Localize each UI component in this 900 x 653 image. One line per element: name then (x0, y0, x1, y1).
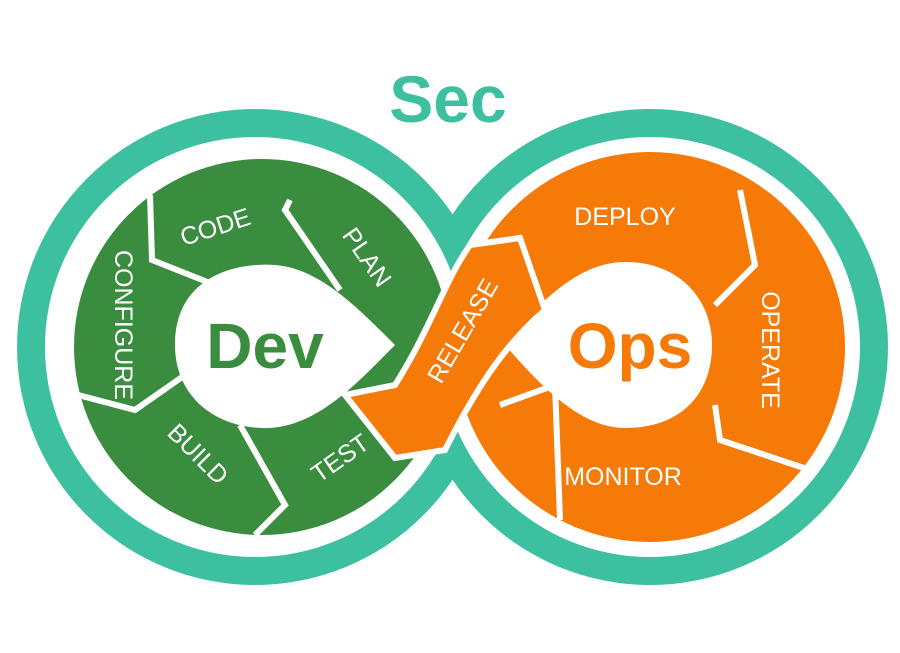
dev-ring (74, 159, 450, 535)
stage-monitor: MONITOR (564, 463, 682, 491)
sec-title: Sec (389, 62, 506, 136)
stage-configure: CONFIGURE (109, 250, 137, 400)
segment-separators (77, 189, 811, 538)
stage-operate: OPERATE (756, 291, 784, 409)
stage-deploy: DEPLOY (574, 203, 676, 231)
dev-label: Dev (206, 310, 324, 382)
release-arrow (339, 234, 549, 462)
ops-label: Ops (568, 310, 692, 382)
